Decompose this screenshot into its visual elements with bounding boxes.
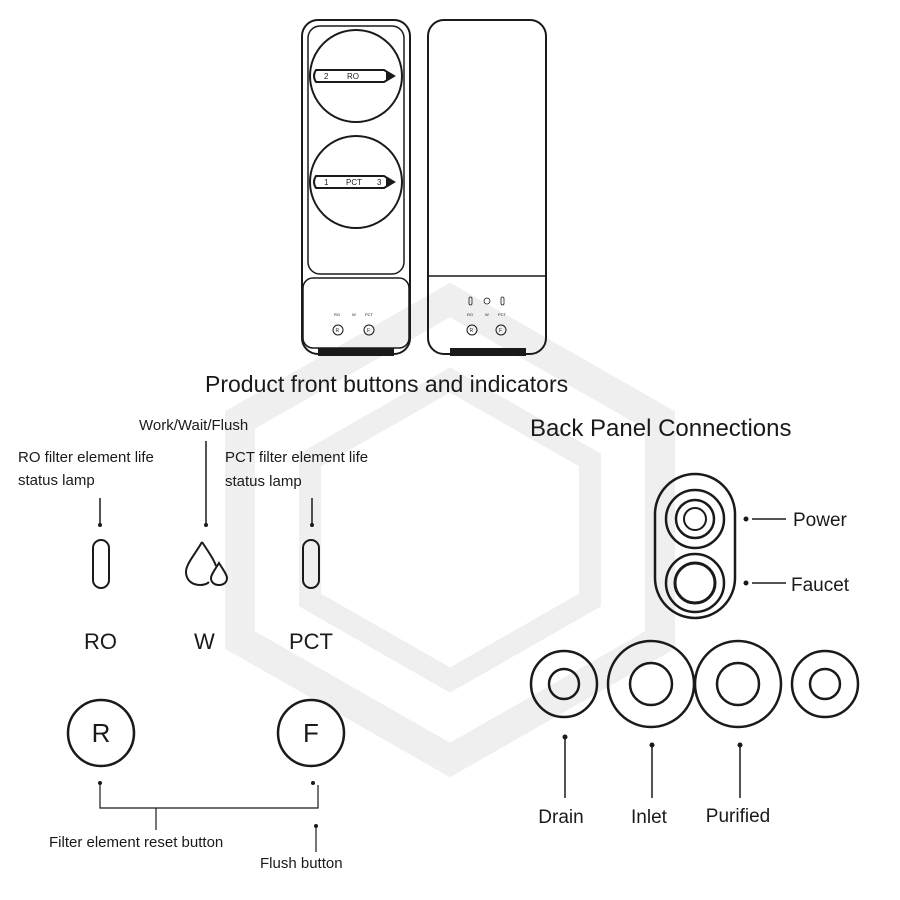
power-faucet-plate: [653, 472, 737, 620]
purified-port-label: Purified: [706, 806, 770, 827]
mini-ro-label-closed: RO: [467, 312, 473, 317]
reset-button-description: Filter element reset button: [49, 834, 223, 851]
water-drop-icon: [184, 541, 229, 587]
drain-port: [529, 649, 599, 719]
mini-w-label-closed: W: [485, 312, 489, 317]
device-front-closed: RO W PCT R F: [427, 19, 547, 356]
pct-indicator-label: PCT: [289, 629, 333, 654]
ro-indicator-description-line1: RO filter element life: [18, 449, 154, 466]
ro-filter-knob: 2 RO: [309, 29, 403, 123]
device-mini-panel: RO W PCT R F: [332, 312, 375, 336]
mini-r-letter-closed: R: [470, 328, 474, 334]
ro-indicator-description-line2: status lamp: [18, 472, 95, 489]
mini-pct-label: PCT: [365, 312, 374, 317]
ro-status-lamp: [92, 539, 110, 589]
device-base: [318, 348, 394, 356]
faucet-port-label: Faucet: [791, 575, 850, 596]
ro-knob-label: RO: [347, 72, 359, 81]
ro-indicator-label: RO: [84, 629, 117, 654]
purified-port: [693, 639, 783, 729]
ro-knob-left-number: 2: [324, 72, 329, 81]
back-title: Back Panel Connections: [530, 415, 792, 442]
device-mini-panel-closed: RO W PCT R F: [466, 296, 507, 336]
pct-filter-knob: 1 PCT 3: [309, 135, 403, 229]
device-base-closed: [450, 348, 526, 356]
pct-status-lamp: [302, 539, 320, 589]
auxiliary-port: [790, 649, 860, 719]
flush-button[interactable]: [276, 698, 346, 768]
mini-w-label: W: [352, 312, 356, 317]
mini-r-letter: R: [336, 328, 340, 334]
reset-button[interactable]: [66, 698, 136, 768]
pct-knob-left-number: 1: [324, 178, 329, 187]
front-title: Product front buttons and indicators: [205, 371, 568, 397]
drain-port-label: Drain: [538, 807, 583, 828]
reset-button-letter: R: [92, 718, 111, 748]
device-front-open: 2 RO 1 PCT 3 RO W PCT R F: [301, 19, 411, 356]
w-indicator-label: W: [194, 629, 215, 654]
pct-indicator-description-line2: status lamp: [225, 473, 302, 490]
inlet-port-label: Inlet: [631, 807, 668, 828]
mini-pct-label-closed: PCT: [498, 312, 507, 317]
watermark-logo: [225, 282, 675, 778]
pct-indicator-description-line1: PCT filter element life: [225, 449, 368, 466]
pct-knob-right-number: 3: [377, 178, 382, 187]
mini-ro-label: RO: [334, 312, 340, 317]
flush-button-description: Flush button: [260, 855, 343, 872]
mini-f-letter: F: [367, 328, 370, 334]
flush-button-letter: F: [303, 718, 319, 748]
power-port-label: Power: [793, 510, 848, 531]
w-indicator-description: Work/Wait/Flush: [139, 417, 248, 434]
pct-knob-label: PCT: [346, 178, 362, 187]
mini-f-letter-closed: F: [499, 328, 502, 334]
